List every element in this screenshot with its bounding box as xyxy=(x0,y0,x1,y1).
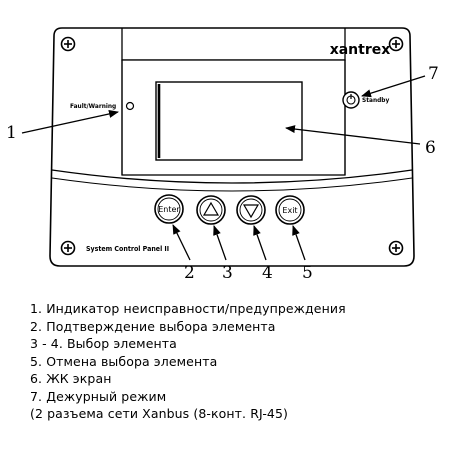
callout-number-3: 3 xyxy=(222,263,233,283)
lcd-screen xyxy=(155,81,303,161)
exit-button[interactable]: Exit xyxy=(275,195,305,225)
callout-arrow-6 xyxy=(285,125,421,145)
standby-label: Standby xyxy=(362,96,389,104)
callout-arrow-3 xyxy=(213,225,227,261)
callout-number-4: 4 xyxy=(262,263,273,283)
up-button[interactable] xyxy=(196,195,226,225)
legend-item: (2 разъема сети Xanbus (8-конт. RJ-45) xyxy=(30,406,289,421)
callout-arrow-7 xyxy=(361,75,426,98)
screw-icon xyxy=(60,240,76,256)
callout-number-1: 1 xyxy=(6,123,17,143)
exit-button-label: Exit xyxy=(282,206,297,215)
screw-icon xyxy=(388,36,404,52)
callout-arrow-1 xyxy=(21,110,119,134)
legend-item: 7. Дежурный режим xyxy=(30,388,167,404)
screw-icon xyxy=(388,240,404,256)
legend-item: 6. ЖК экран xyxy=(30,371,112,386)
legend-item: 3 - 4. Выбор элемента xyxy=(30,336,177,351)
control-panel-diagram: xantrex Fault/Warning Standby Enter Exit… xyxy=(6,27,439,283)
standby-button[interactable] xyxy=(342,91,360,109)
callout-number-6: 6 xyxy=(425,138,436,158)
enter-button[interactable]: Enter xyxy=(154,194,184,224)
brand-logo: xantrex xyxy=(330,42,391,58)
callout-arrow-2 xyxy=(172,224,191,261)
callout-arrow-4 xyxy=(253,225,267,261)
fault-led-icon xyxy=(125,101,135,111)
legend-item: 2. Подтверждение выбора элемента xyxy=(30,318,276,334)
legend-item: 5. Отмена выбора элемента xyxy=(30,353,218,369)
legend-item: 1. Индикатор неисправности/предупреждени… xyxy=(30,301,346,316)
panel-sweep-lower xyxy=(51,177,413,192)
callout-number-2: 2 xyxy=(184,263,195,283)
callout-arrow-5 xyxy=(292,225,306,261)
enter-button-label: Enter xyxy=(158,205,180,214)
legend-list: 1. Индикатор неисправности/предупреждени… xyxy=(30,300,346,423)
callout-number-7: 7 xyxy=(428,64,439,84)
panel-sweep-upper xyxy=(51,169,413,184)
callout-number-5: 5 xyxy=(302,263,313,283)
model-label: System Control Panel II xyxy=(86,245,169,253)
fault-warning-label: Fault/Warning xyxy=(70,102,116,110)
up-triangle-icon xyxy=(202,201,220,216)
down-button[interactable] xyxy=(236,195,266,225)
down-triangle-icon xyxy=(242,204,260,219)
screw-icon xyxy=(60,36,76,52)
